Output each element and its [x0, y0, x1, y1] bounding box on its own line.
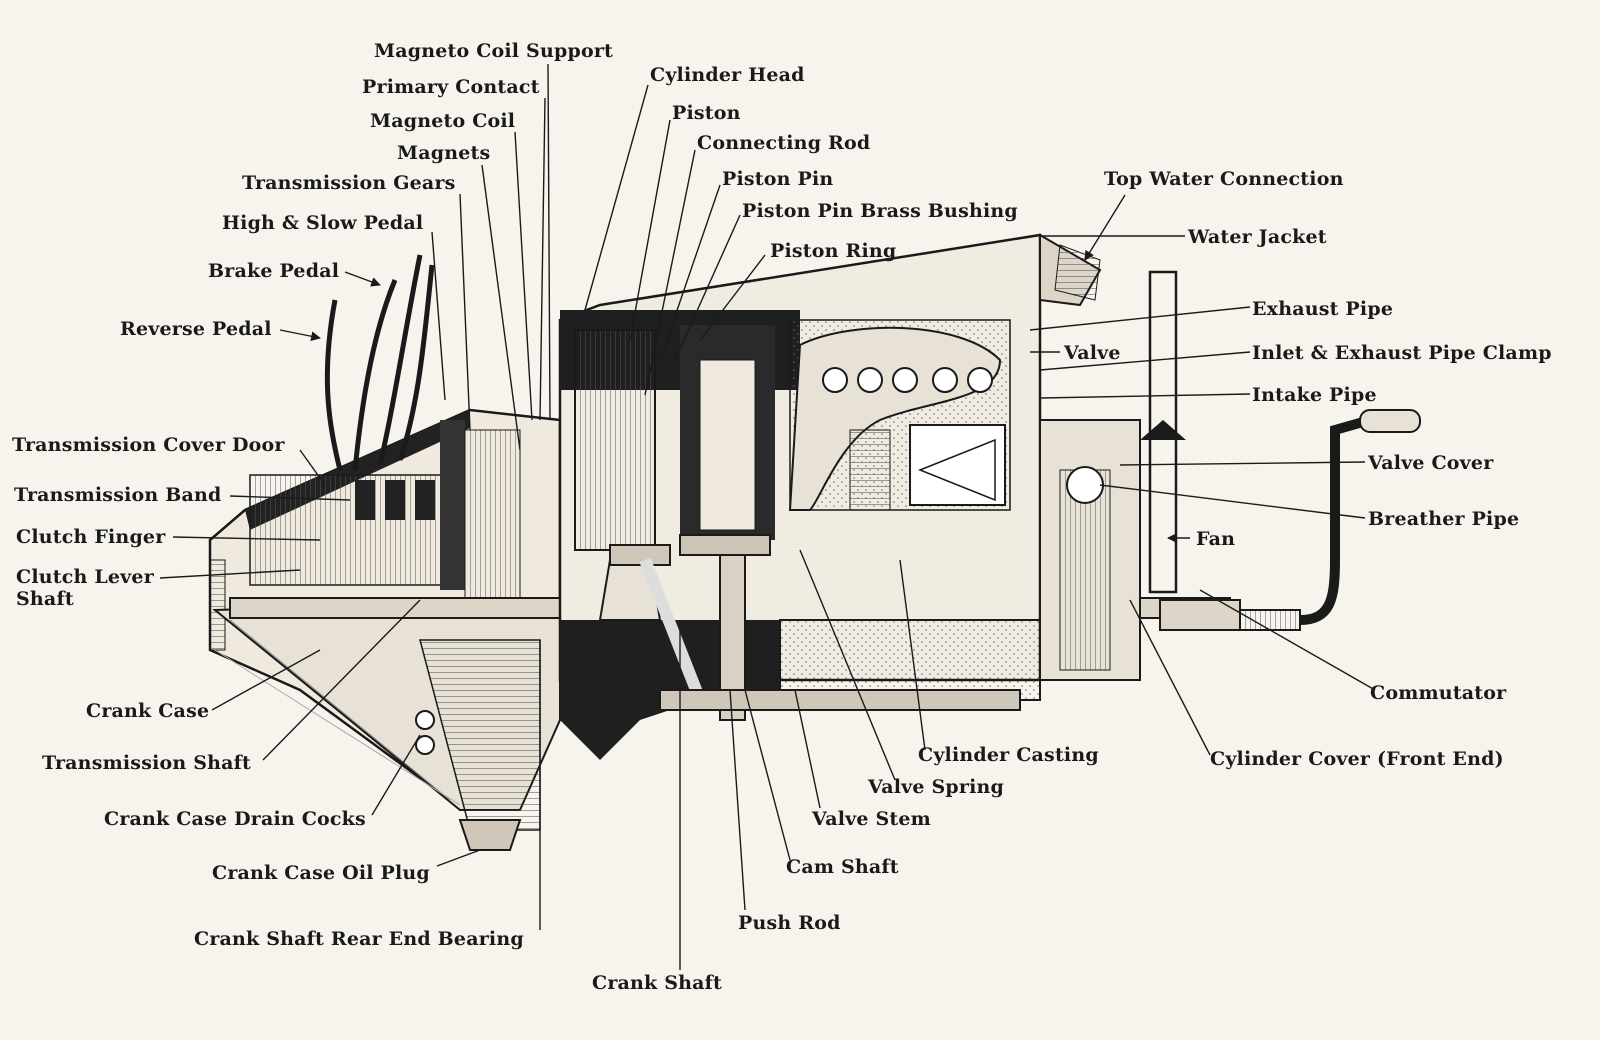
label-valve-spring: Valve Spring [868, 776, 1005, 798]
label-reverse-pedal: Reverse Pedal [120, 318, 272, 340]
label-piston-ring: Piston Ring [770, 240, 897, 262]
leader-lines [159, 63, 1376, 970]
cylinder-block [558, 233, 1042, 682]
label-brake-pedal: Brake Pedal [208, 260, 340, 282]
label-valve-cover: Valve Cover [1368, 452, 1494, 474]
label-cylinder-casting: Cylinder Casting [918, 744, 1099, 766]
label-breather-pipe: Breather Pipe [1368, 508, 1520, 530]
label-cylinder-head: Cylinder Head [650, 64, 805, 86]
label-magneto-coil-support: Magneto Coil Support [374, 40, 614, 62]
label-crank-shaft-rear-end-bearing: Crank Shaft Rear End Bearing [194, 928, 524, 950]
crank-assembly [560, 534, 1041, 760]
label-cam-shaft: Cam Shaft [786, 856, 899, 878]
label-crank-shaft: Crank Shaft [592, 972, 723, 994]
label-valve: Valve [1064, 342, 1121, 364]
label-magnets: Magnets [397, 142, 491, 164]
front-end [1039, 270, 1421, 681]
label-piston-pin: Piston Pin [722, 168, 834, 190]
label-piston: Piston [672, 102, 741, 124]
label-push-rod: Push Rod [738, 912, 841, 934]
label-clutch-lever-shaft: Clutch Lever Shaft [16, 566, 154, 610]
pedals [324, 254, 435, 471]
label-intake-pipe: Intake Pipe [1252, 384, 1377, 406]
label-top-water-connection: Top Water Connection [1104, 168, 1344, 190]
label-primary-contact: Primary Contact [362, 76, 540, 98]
label-transmission-band: Transmission Band [14, 484, 222, 506]
label-clutch-finger: Clutch Finger [16, 526, 166, 548]
label-commutator: Commutator [1370, 682, 1507, 704]
label-connecting-rod: Connecting Rod [697, 132, 871, 154]
water-connection [1039, 233, 1102, 307]
label-water-jacket: Water Jacket [1188, 226, 1327, 248]
label-transmission-cover-door: Transmission Cover Door [12, 434, 285, 456]
label-valve-stem: Valve Stem [812, 808, 931, 830]
label-piston-pin-brass-bushing: Piston Pin Brass Bushing [742, 200, 1018, 222]
label-crank-case-oil-plug: Crank Case Oil Plug [212, 862, 430, 884]
label-high-slow-pedal: High & Slow Pedal [222, 212, 424, 234]
label-transmission-gears: Transmission Gears [242, 172, 456, 194]
label-cylinder-cover-front-end: Cylinder Cover (Front End) [1210, 748, 1504, 770]
label-magneto-coil: Magneto Coil [370, 110, 516, 132]
label-fan: Fan [1196, 528, 1236, 550]
label-exhaust-pipe: Exhaust Pipe [1252, 298, 1394, 320]
label-crank-case-drain-cocks: Crank Case Drain Cocks [104, 808, 366, 830]
label-crank-case: Crank Case [86, 700, 210, 722]
label-inlet-exhaust-pipe-clamp: Inlet & Exhaust Pipe Clamp [1252, 342, 1552, 364]
label-transmission-shaft: Transmission Shaft [42, 752, 252, 774]
